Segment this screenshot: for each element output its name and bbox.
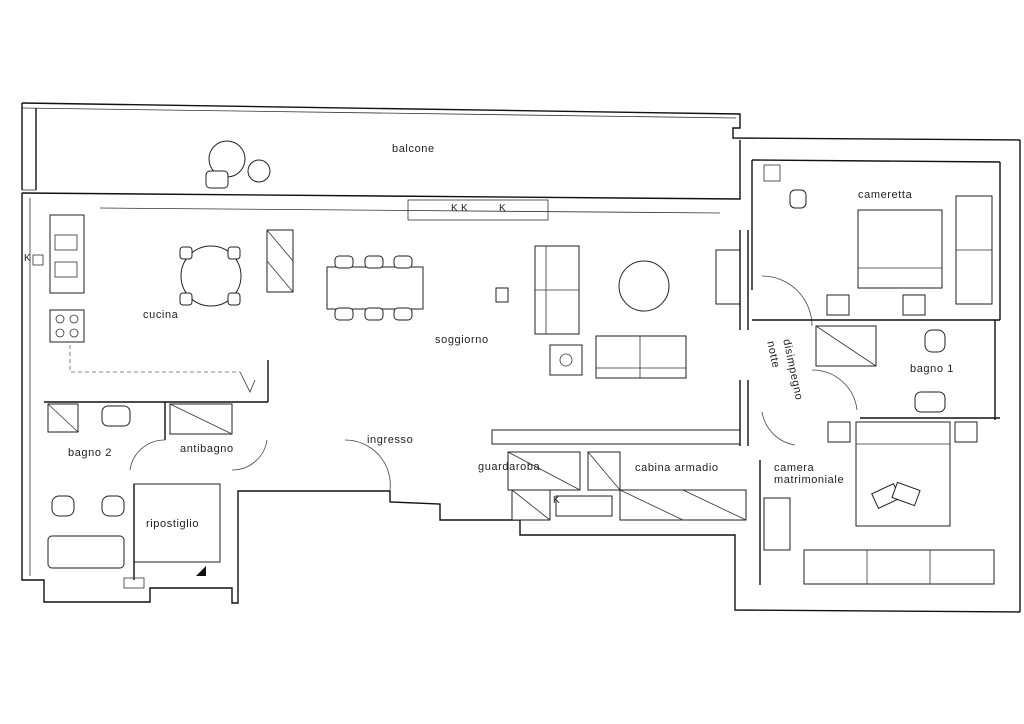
kitchen-table [180,245,242,307]
sofa [595,335,687,379]
bathroom-1 [815,320,1000,420]
wardrobe-wall [491,429,741,445]
room-label-bagno-1: bagno 1 [910,363,954,375]
room-label-bagno-2: bagno 2 [68,447,112,459]
room-label-guardaroba: guardaroba [478,461,541,473]
nightstand [827,421,851,443]
armchair [549,344,583,376]
cooktop [49,309,85,343]
marker-k: K [499,203,507,214]
tv-unit [715,249,741,305]
marker-k: K [461,203,469,214]
boiler-icon [32,254,44,266]
room-label-cameretta: cameretta [858,189,913,201]
storage-room [133,483,221,563]
double-bed [855,421,951,527]
sink [101,405,131,427]
bathtub [47,535,125,569]
outer-walls [21,140,1021,613]
marker-k: K [553,495,561,506]
desk-chair [789,189,807,209]
room-label-soggiorno: soggiorno [435,334,489,346]
room-label-cucina: cucina [143,309,179,321]
bathroom-2 [44,401,391,589]
bidet [51,495,75,517]
kitchen-counter [49,214,85,294]
radiator-icon [123,577,145,589]
room-label-matrimoniale: matrimoniale [774,474,845,486]
room-label-balcone: balcone [392,143,435,155]
bidet [924,329,946,353]
child-bedroom [751,159,1001,321]
room-label-cabina-armadio: cabina armadio [635,462,719,474]
master-bedroom [759,421,995,585]
room-label-camera: camera [774,462,815,474]
nightstand [954,421,978,443]
toilet [101,495,125,517]
laundry [555,495,613,517]
walk-in-closets [507,451,747,521]
nightstand [826,294,850,316]
living-room [326,230,749,446]
room-label-antibagno: antibagno [180,443,234,455]
dining-table [326,266,424,310]
balcony-chair [247,159,271,183]
radiator-icon [763,164,781,182]
marker-k: K [24,253,32,264]
desk [763,497,791,551]
coffee-table [618,260,670,312]
balcony [21,102,1021,191]
marker-k: K [451,203,459,214]
room-label-ripostiglio: ripostiglio [146,518,200,530]
nightstand [902,294,926,316]
wardrobe [803,549,995,585]
sink [914,391,946,413]
room-label-ingresso: ingresso [367,434,414,446]
kitchen-cabinet [266,229,294,293]
night-hallway [761,275,858,446]
kitchen [32,214,294,402]
balcony-chair [205,170,229,189]
closet-shelves [619,489,747,521]
bed [857,209,943,289]
